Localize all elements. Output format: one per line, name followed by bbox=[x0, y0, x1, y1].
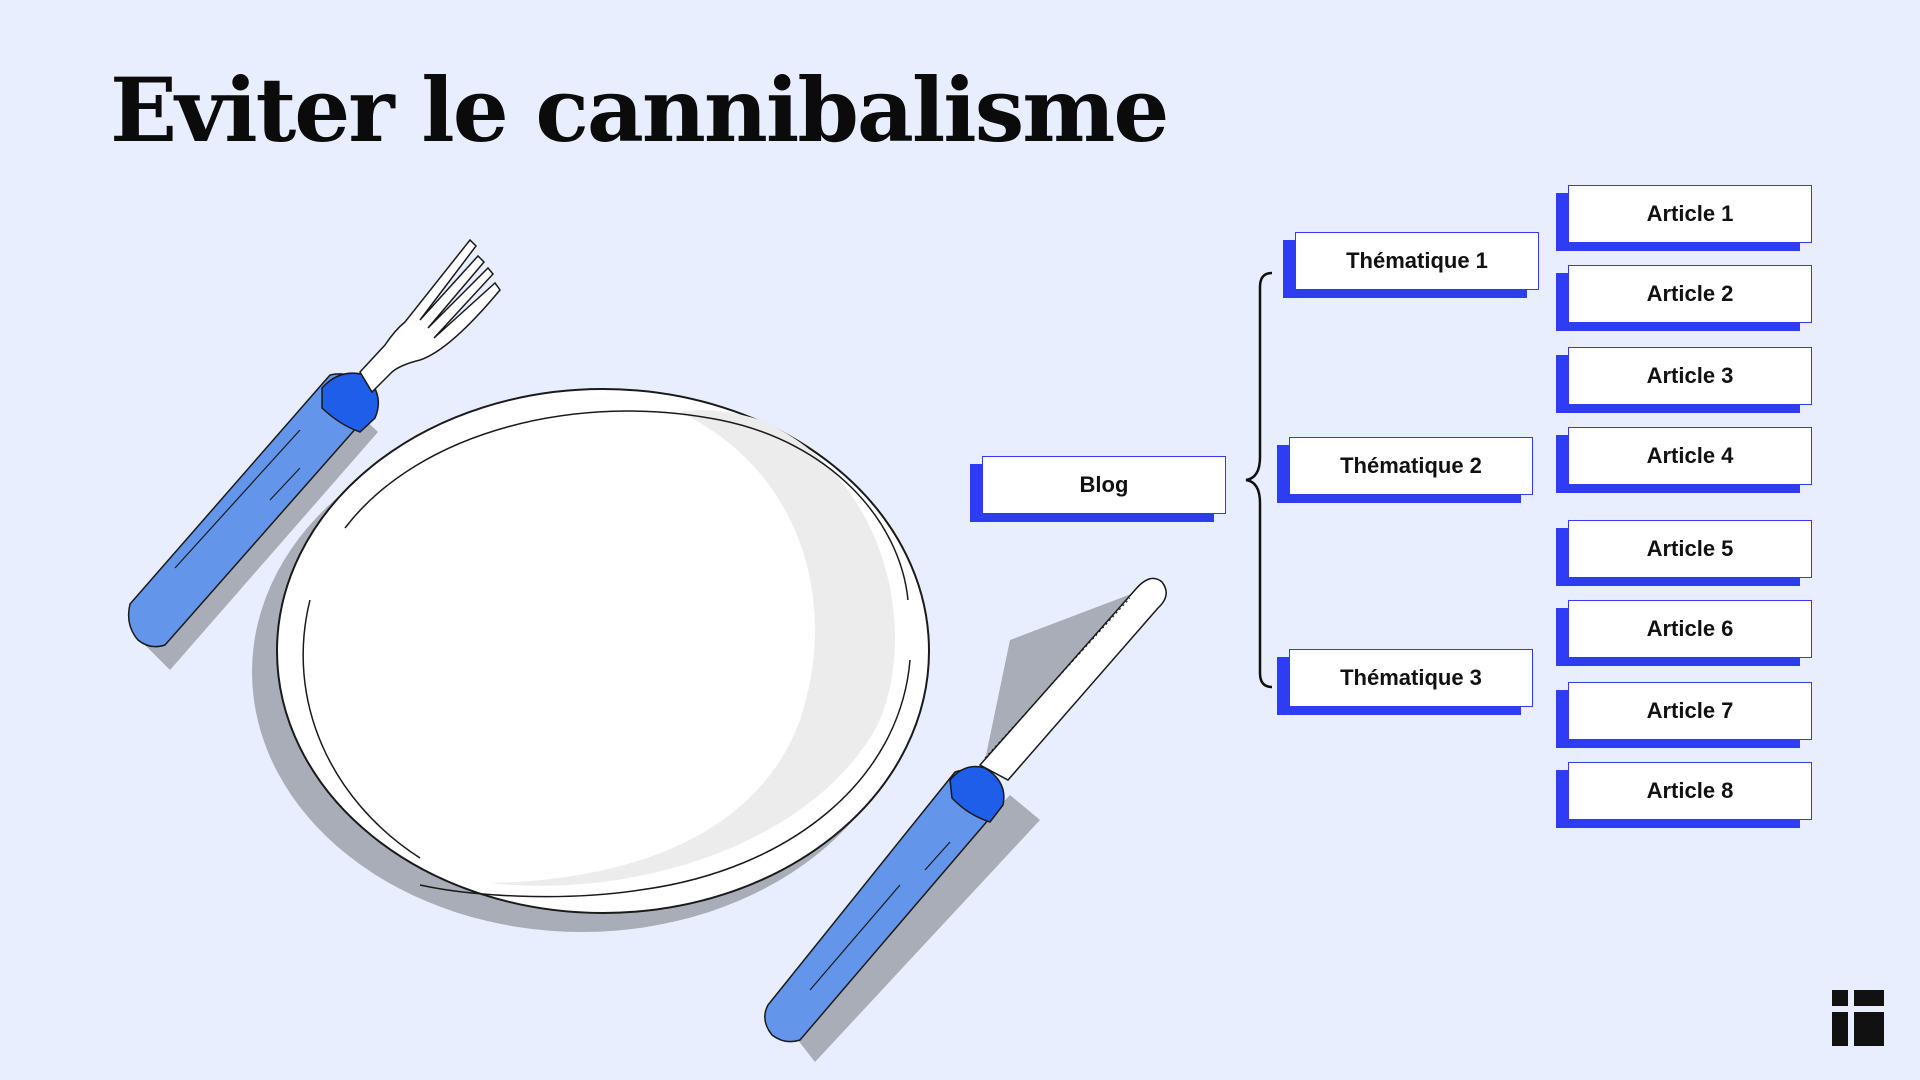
article-node-7: Article 7 bbox=[1568, 682, 1812, 740]
brace-connector bbox=[1245, 271, 1273, 689]
brand-logo-icon bbox=[1832, 990, 1884, 1046]
article-node-6: Article 6 bbox=[1568, 600, 1812, 658]
theme-node-3: Thématique 3 bbox=[1289, 649, 1533, 707]
fork-icon bbox=[127, 238, 501, 670]
knife-icon bbox=[764, 577, 1167, 1062]
article-node-1: Article 1 bbox=[1568, 185, 1812, 243]
page-title: Eviter le cannibalisme bbox=[110, 58, 1169, 162]
article-node-8: Article 8 bbox=[1568, 762, 1812, 820]
plate-icon bbox=[252, 388, 930, 932]
theme-node-2: Thématique 2 bbox=[1289, 437, 1533, 495]
blog-node: Blog bbox=[982, 456, 1226, 514]
article-node-3: Article 3 bbox=[1568, 347, 1812, 405]
theme-node-1: Thématique 1 bbox=[1295, 232, 1539, 290]
article-node-4: Article 4 bbox=[1568, 427, 1812, 485]
article-node-2: Article 2 bbox=[1568, 265, 1812, 323]
article-node-5: Article 5 bbox=[1568, 520, 1812, 578]
